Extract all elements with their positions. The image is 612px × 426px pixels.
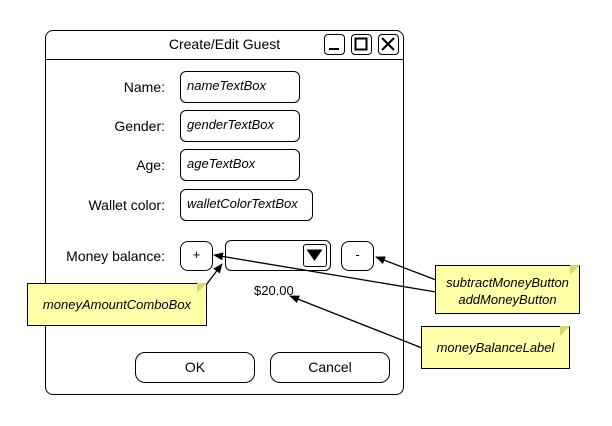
money-balance-value: $20.00 [254, 283, 294, 298]
note-combo-text: moneyAmountComboBox [42, 297, 192, 312]
triangle-down-icon [306, 249, 323, 261]
gender-field[interactable]: genderTextBox [180, 110, 300, 142]
note-fold-corner [197, 283, 207, 293]
ok-button[interactable]: OK [135, 352, 255, 383]
note-fold-corner [570, 265, 580, 275]
note-combo: moneyAmountComboBox [27, 283, 207, 326]
window-title: Create/Edit Guest [168, 36, 281, 52]
age-label: Age: [136, 157, 165, 173]
wallet-color-label: Wallet color: [88, 197, 165, 213]
maximize-button[interactable] [351, 34, 372, 55]
note-balance-text: moneyBalanceLabel [436, 340, 555, 355]
name-label: Name: [123, 79, 165, 95]
subtract-money-button[interactable]: - [341, 241, 374, 271]
close-icon [381, 37, 395, 51]
note-add-text: addMoneyButton [458, 292, 557, 307]
note-subtract-text: subtractMoneyButton [446, 275, 569, 290]
add-money-button[interactable]: + [180, 241, 213, 271]
arrow-balance [289, 295, 423, 349]
gender-label: Gender: [114, 118, 165, 134]
money-balance-label: Money balance: [66, 248, 165, 264]
name-field[interactable]: nameTextBox [180, 71, 300, 103]
arrow-subtract [375, 256, 437, 281]
note-fold-corner [560, 326, 570, 336]
age-field[interactable]: ageTextBox [180, 149, 300, 181]
note-balance: moneyBalanceLabel [421, 326, 570, 369]
combo-dropdown-button[interactable] [303, 244, 327, 267]
close-button[interactable] [378, 34, 399, 55]
note-buttons: subtractMoneyButton addMoneyButton [435, 265, 580, 314]
wallet-color-field[interactable]: walletColorTextBox [180, 189, 313, 221]
maximize-icon [354, 37, 368, 51]
minimize-button[interactable] [324, 34, 345, 55]
title-bar: Create/Edit Guest [46, 31, 403, 60]
money-amount-combobox[interactable] [225, 240, 331, 271]
minimize-icon [329, 48, 339, 50]
cancel-button[interactable]: Cancel [270, 352, 390, 383]
arrow-add [213, 252, 437, 293]
